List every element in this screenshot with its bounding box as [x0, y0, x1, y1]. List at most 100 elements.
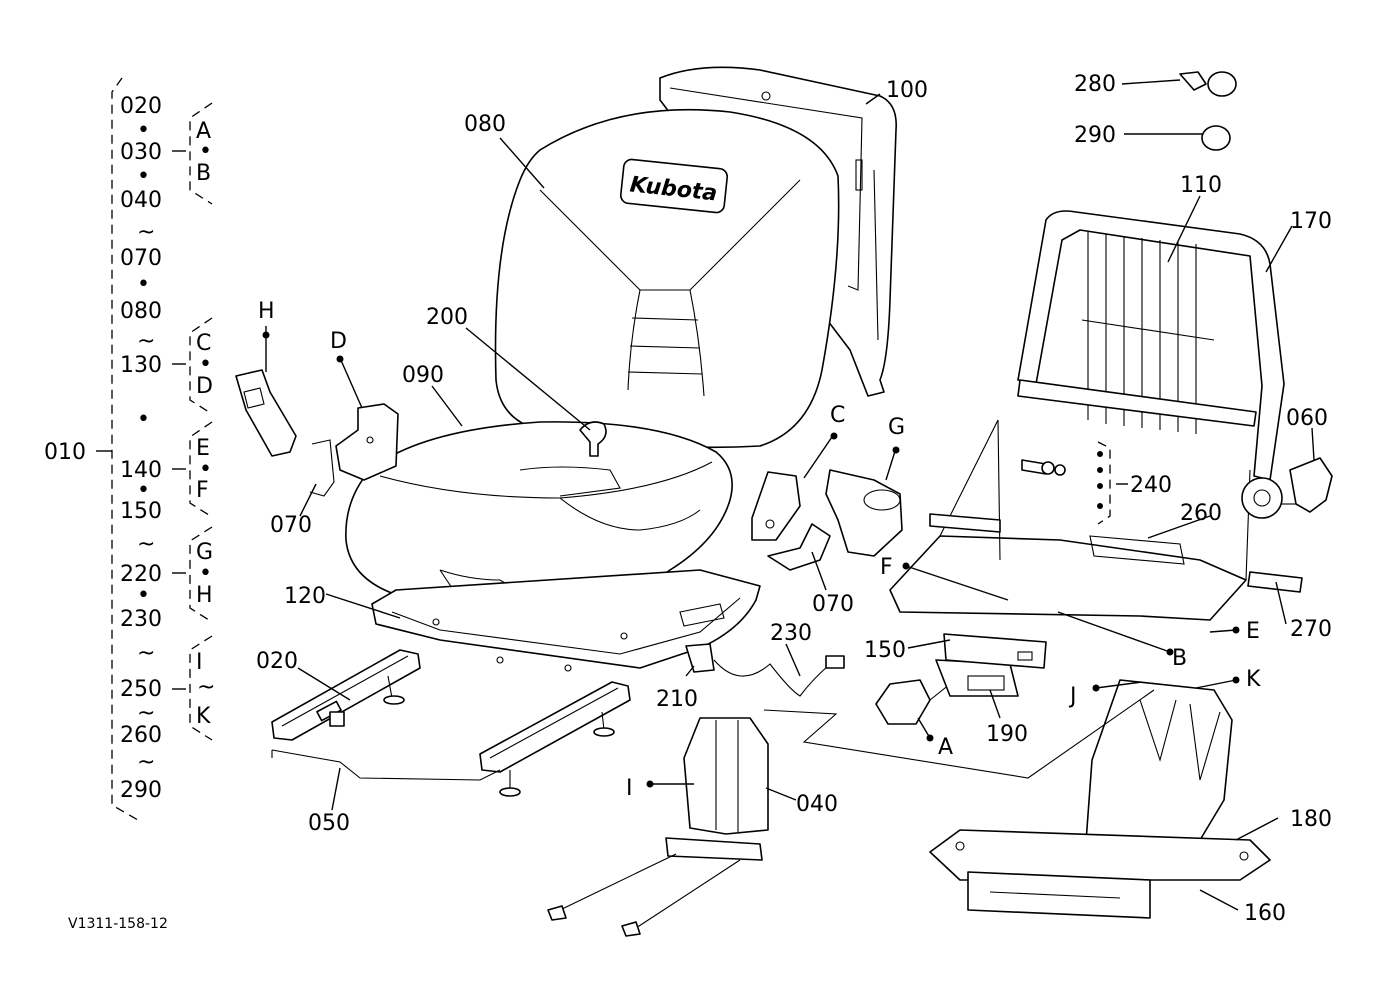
svg-text:A: A: [196, 119, 211, 144]
group-a-b: A • B: [172, 102, 213, 205]
callout-180: 180: [1290, 807, 1332, 832]
bracket-150: [943, 633, 1047, 669]
callout-200: 200: [426, 305, 468, 330]
index-entry-230: 230: [120, 607, 162, 632]
svg-text:H: H: [196, 583, 213, 608]
letter-e: E: [1246, 619, 1260, 644]
callout-240: 240: [1130, 473, 1172, 498]
wire-harness: [713, 655, 845, 697]
callout-020: 020: [256, 649, 298, 674]
letter-g: G: [888, 415, 905, 440]
index-sep: •: [137, 272, 150, 297]
index-entry-080: 080: [120, 299, 162, 324]
letter-b: B: [1172, 646, 1187, 671]
index-sep: ~: [137, 532, 155, 557]
adjust-knob: [579, 421, 607, 457]
letter-callouts: H D C G F B E J K A I: [258, 299, 1261, 801]
seat-slide-rails: [271, 649, 631, 797]
index-entry-030: 030: [120, 140, 162, 165]
backrest-cushion: Kubota: [494, 108, 840, 449]
index-sep: •: [137, 583, 150, 608]
index-root-010: 010: [44, 440, 86, 465]
index-entry-220: 220: [120, 562, 162, 587]
letter-j: J: [1068, 684, 1077, 709]
index-entry-040: 040: [120, 188, 162, 213]
callout-290: 290: [1074, 123, 1116, 148]
leader-lines: [265, 79, 1315, 911]
index-sep: ~: [137, 641, 155, 666]
seat-switch-wire: [271, 749, 501, 781]
callout-110: 110: [1180, 173, 1222, 198]
index-entry-130: 130: [120, 353, 162, 378]
suspension-base: [929, 679, 1271, 919]
index-entry-070: 070: [120, 246, 162, 271]
seat-switch: [685, 643, 715, 673]
callout-120: 120: [284, 584, 326, 609]
seat-belt-buckle: [235, 369, 297, 457]
index-entry-290: 290: [120, 778, 162, 803]
svg-text:G: G: [196, 540, 213, 565]
callout-270: 270: [1290, 617, 1332, 642]
belt-bracket-c: [751, 471, 801, 541]
svg-text:•: •: [199, 457, 212, 482]
hose-clamp-290: [1201, 125, 1231, 151]
letter-d: D: [330, 329, 347, 354]
callout-070-right: 070: [812, 592, 854, 617]
callout-080: 080: [464, 112, 506, 137]
group-g-h: G • H: [172, 526, 213, 623]
callout-230: 230: [770, 621, 812, 646]
backrest-frame: [1017, 210, 1285, 481]
letter-a: A: [938, 735, 953, 760]
svg-text:C: C: [196, 331, 211, 356]
index-sep: ~: [137, 750, 155, 775]
svg-text:B: B: [196, 161, 211, 186]
index-sep: ~: [137, 329, 155, 354]
index-entry-250: 250: [120, 677, 162, 702]
callout-060: 060: [1286, 406, 1328, 431]
index-sep: ~: [137, 220, 155, 245]
svg-text:•: •: [199, 352, 212, 377]
svg-text:D: D: [196, 374, 213, 399]
index-column: 010 020 • 030 • 040 ~ 070 • 080 ~ 130 • …: [44, 77, 215, 821]
seat-cushion: [345, 421, 733, 615]
callout-070-left: 070: [270, 513, 312, 538]
figure-code: V1311-158-12: [68, 916, 168, 932]
svg-text:•: •: [199, 139, 212, 164]
svg-text:E: E: [196, 436, 210, 461]
suspension-springs: [547, 717, 769, 937]
callout-210: 210: [656, 687, 698, 712]
cable-tie-280: [1179, 71, 1237, 97]
seat-belt-retractor-bracket: [309, 403, 399, 497]
index-entry-260: 260: [120, 723, 162, 748]
callout-dots: [262, 331, 1240, 788]
recline-lever: [1282, 457, 1333, 513]
callout-170: 170: [1290, 209, 1332, 234]
svg-text:~: ~: [197, 675, 215, 700]
height-adjust-knob: [875, 679, 951, 725]
letter-c: C: [830, 403, 845, 428]
group-c-d: C • D: [172, 317, 213, 415]
index-sep: •: [137, 118, 150, 143]
index-entry-150: 150: [120, 499, 162, 524]
seat-frame: [889, 419, 1303, 621]
callout-190: 190: [986, 722, 1028, 747]
callout-040: 040: [796, 792, 838, 817]
callout-050: 050: [308, 811, 350, 836]
letter-f: F: [880, 555, 893, 580]
svg-text:•: •: [199, 561, 212, 586]
letter-h: H: [258, 299, 275, 324]
svg-text:K: K: [196, 704, 211, 729]
linkage-outline: [763, 689, 1155, 779]
letter-i: I: [626, 776, 633, 801]
index-sep: •: [137, 407, 150, 432]
fasteners-240: [1021, 441, 1111, 525]
index-sep: ~: [137, 701, 155, 726]
callout-280: 280: [1074, 72, 1116, 97]
part-callouts: 100 080 280 290 110 170 200 090 060 240 …: [256, 72, 1332, 926]
group-e-f: E • F: [172, 421, 213, 518]
svg-text:I: I: [196, 650, 203, 675]
index-entry-020: 020: [120, 94, 162, 119]
index-sep: •: [137, 478, 150, 503]
index-entry-140: 140: [120, 458, 162, 483]
